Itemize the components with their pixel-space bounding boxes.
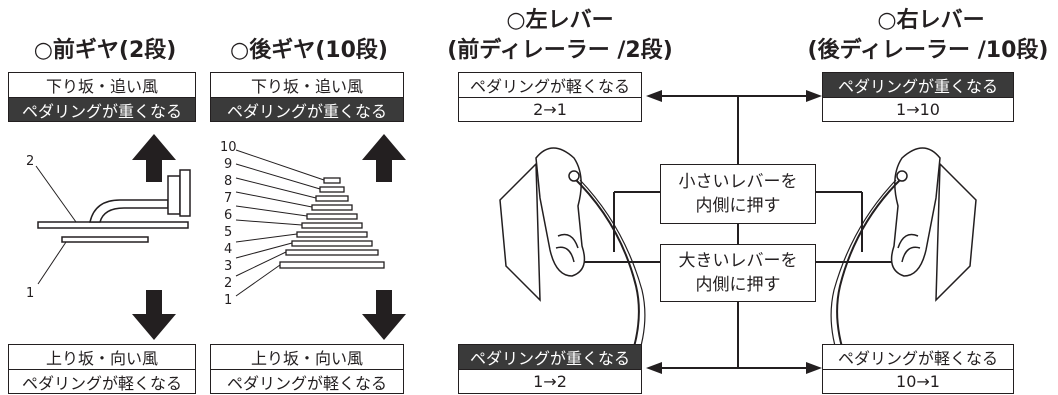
left-lever-bottom-shift: 1→2 — [459, 369, 641, 393]
big-lever-line1: 大きいレバーを — [678, 251, 798, 271]
rear-gear-label-8: 8 — [224, 174, 233, 189]
rear-gear-label-1: 1 — [224, 293, 233, 308]
front-bottom-box: 上り坂・向い風 ペダリングが軽くなる — [8, 344, 196, 394]
front-bottom-effect: ペダリングが軽くなる — [9, 369, 195, 393]
rear-top-effect: ペダリングが重くなる — [211, 97, 403, 121]
right-lever-top-box: ペダリングが重くなる 1→10 — [822, 72, 1014, 122]
front-axle-block — [167, 175, 181, 215]
rear-bottom-effect: ペダリングが軽くなる — [211, 369, 403, 393]
right-lever-subtitle: (後ディレーラー /10段) — [807, 38, 1049, 63]
rear-gear-label-4: 4 — [224, 242, 233, 257]
rear-gear-label-10: 10 — [220, 140, 237, 155]
left-lever-top-effect: ペダリングが軽くなる — [469, 77, 630, 96]
left-lever-top-shift: 2→1 — [459, 97, 641, 121]
front-gear-label-2: 2 — [26, 154, 35, 169]
left-lever-drawing — [499, 147, 646, 363]
front-top-box: 下り坂・追い風 ペダリングが重くなる — [8, 72, 196, 122]
left-big-lever — [571, 175, 640, 361]
right-lever-title: ○右レバー — [877, 8, 985, 33]
right-lever-bottom-effect: ペダリングが軽くなる — [837, 349, 998, 368]
right-lever-bottom-shift: 10→1 — [823, 369, 1013, 393]
front-crank-arm — [89, 199, 169, 223]
front-bottom-condition: 上り坂・向い風 — [45, 349, 158, 368]
left-lever-bottom-effect: ペダリングが重くなる — [459, 345, 641, 369]
front-gear-drawing — [35, 165, 191, 285]
rear-gear-label-9: 9 — [224, 157, 233, 172]
right-lever-bottom-box: ペダリングが軽くなる 10→1 — [822, 344, 1014, 394]
rear-leader-lines — [235, 149, 325, 297]
rear-gear-label-6: 6 — [224, 208, 233, 223]
front-gear-title: ○前ギヤ(2段) — [33, 38, 177, 63]
rear-cassette-drawing — [279, 177, 385, 269]
rear-gear-label-3: 3 — [224, 259, 233, 274]
rear-bottom-condition: 上り坂・向い風 — [250, 349, 363, 368]
front-down-arrow — [132, 290, 176, 340]
rear-gear-label-7: 7 — [224, 191, 233, 206]
right-big-lever — [836, 175, 905, 361]
small-lever-line1: 小さいレバーを — [678, 172, 798, 192]
front-up-arrow — [132, 134, 176, 182]
right-lever-top-effect: ペダリングが重くなる — [823, 73, 1013, 97]
rear-top-box: 下り坂・追い風 ペダリングが重くなる — [210, 72, 404, 122]
big-lever-callout: 大きいレバーを 内側に押す — [660, 244, 816, 302]
right-lever-top-shift: 1→10 — [823, 97, 1013, 121]
left-handlebar — [499, 162, 541, 302]
right-hood — [890, 147, 941, 277]
center-connectors — [582, 95, 908, 369]
small-lever-callout: 小さいレバーを 内側に押す — [660, 164, 816, 224]
front-chainring-large — [37, 221, 189, 229]
front-top-effect: ペダリングが重くなる — [9, 97, 195, 121]
rear-gear-label-5: 5 — [224, 225, 233, 240]
rear-top-condition: 下り坂・追い風 — [250, 77, 363, 96]
left-hood — [535, 147, 586, 277]
left-lever-subtitle: (前ディレーラー /2段) — [447, 38, 673, 63]
front-chainring-small — [61, 236, 149, 243]
rear-down-arrow — [362, 290, 406, 340]
small-lever-line2: 内側に押す — [695, 196, 781, 216]
left-lever-top-box: ペダリングが軽くなる 2→1 — [458, 72, 642, 122]
big-lever-line2: 内側に押す — [695, 275, 781, 295]
right-lever-drawing — [830, 147, 977, 363]
left-lever-bottom-box: ペダリングが重くなる 1→2 — [458, 344, 642, 394]
rear-gear-label-2: 2 — [224, 276, 233, 291]
rear-up-arrow — [362, 134, 406, 182]
front-axle-cap — [179, 169, 191, 217]
rear-gear-title: ○後ギヤ(10段) — [230, 38, 388, 63]
front-gear-label-1: 1 — [26, 286, 35, 301]
rear-bottom-box: 上り坂・向い風 ペダリングが軽くなる — [210, 344, 404, 394]
right-handlebar — [935, 162, 977, 302]
center-arrowheads — [646, 90, 822, 374]
front-top-condition: 下り坂・追い風 — [45, 77, 158, 96]
left-lever-title: ○左レバー — [506, 8, 614, 33]
